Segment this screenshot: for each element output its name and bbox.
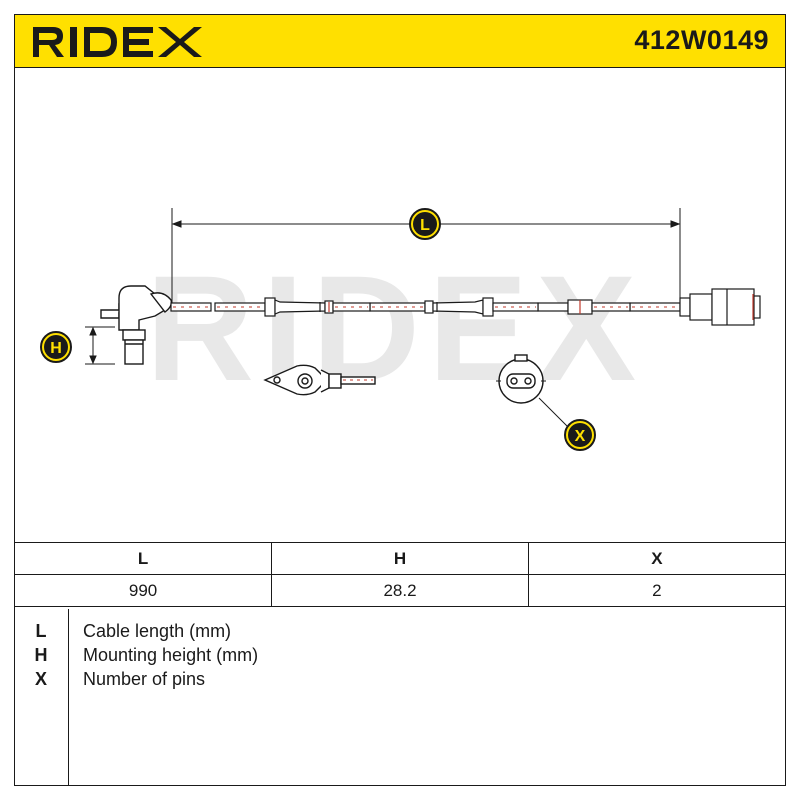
sensor-drawing: RIDEX L (40, 208, 761, 451)
sensor-head (100, 285, 173, 365)
spec-header-x: X (527, 542, 785, 575)
legend-code: L (35, 621, 47, 641)
legend-description: Mounting height (mm) (83, 645, 259, 665)
spec-header-l: L (15, 542, 273, 575)
marker-h: H (40, 331, 72, 363)
svg-text:L: L (420, 217, 430, 234)
legend-divider (68, 609, 69, 785)
spec-value-h: 28.2 (271, 574, 529, 607)
spec-header-h: H (271, 542, 529, 575)
legend-item: X Number of pins (15, 669, 785, 693)
spec-value-x: 2 (527, 574, 785, 607)
legend-code: X (34, 669, 47, 689)
connector-face-view (498, 354, 544, 404)
bracket-top-view (263, 364, 376, 396)
spec-value-l: 990 (15, 574, 273, 607)
legend-item: L Cable length (mm) (15, 621, 785, 645)
pointer-line (538, 397, 572, 431)
ridex-logo (33, 27, 202, 57)
part-number: 412W0149 (634, 25, 769, 55)
marker-l: L (409, 208, 441, 240)
spec-table: L H X 990 28.2 2 (15, 542, 785, 607)
spec-header-row: L H X (15, 542, 785, 575)
height-dimension (85, 326, 115, 365)
legend-code: H (34, 645, 48, 665)
header-bar: 412W0149 (15, 15, 785, 68)
watermark: RIDEX (146, 244, 644, 412)
marker-x: X (564, 419, 596, 451)
diagram-area: RIDEX L (15, 68, 785, 542)
cable (170, 288, 761, 326)
spec-value-row: 990 28.2 2 (15, 574, 785, 607)
legend-description: Number of pins (83, 669, 206, 689)
svg-text:X: X (575, 428, 586, 445)
legend-item: H Mounting height (mm) (15, 645, 785, 669)
svg-text:H: H (50, 340, 62, 357)
legend-description: Cable length (mm) (83, 621, 232, 641)
product-sheet: 412W0149 RIDEX L (14, 14, 786, 786)
legend: L Cable length (mm) H Mounting height (m… (15, 609, 785, 785)
